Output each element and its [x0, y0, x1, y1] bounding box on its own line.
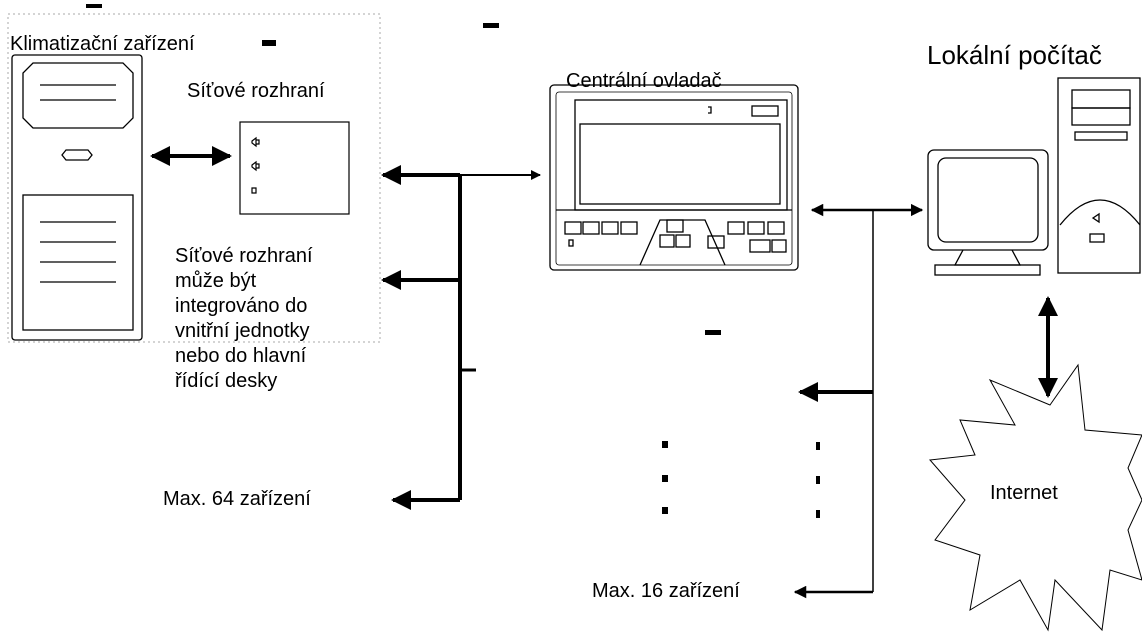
- central-controller-label: Centrální ovladač: [566, 70, 722, 92]
- central-controller-icon: [549, 84, 799, 271]
- network-interface-label: Síťové rozhraní: [187, 80, 325, 102]
- bus-left: [381, 165, 462, 510]
- note-line: nebo do hlavní: [175, 345, 307, 367]
- note-line: může být: [175, 270, 257, 292]
- note-line: integrováno do: [175, 295, 308, 317]
- internet-label: Internet: [990, 482, 1058, 504]
- stray-mark: [86, 4, 102, 8]
- note-line: řídící desky: [175, 370, 278, 392]
- local-pc-icon: [927, 77, 1141, 276]
- stray-mark: [705, 330, 721, 335]
- network-interface-icon: [239, 121, 350, 215]
- bus-right: [793, 210, 874, 599]
- note-line: vnitřní jednotky: [175, 320, 310, 342]
- ac-unit-icon: [11, 54, 143, 341]
- ellipsis-dots: [662, 441, 820, 518]
- local-pc-label: Lokální počítač: [927, 40, 1102, 70]
- ac-group-boundary: [7, 13, 381, 343]
- max-64-label: Max. 64 zařízení: [163, 488, 311, 510]
- note-line: Síťové rozhraní: [175, 245, 313, 267]
- stray-mark: [483, 23, 499, 28]
- note-text: Síťové rozhraní může být integrováno do …: [175, 244, 313, 394]
- stray-mark: [262, 40, 276, 46]
- internet-burst: [928, 363, 1142, 632]
- max-16-label: Max. 16 zařízení: [592, 580, 740, 602]
- ac-unit-label: Klimatizační zařízení: [10, 33, 195, 55]
